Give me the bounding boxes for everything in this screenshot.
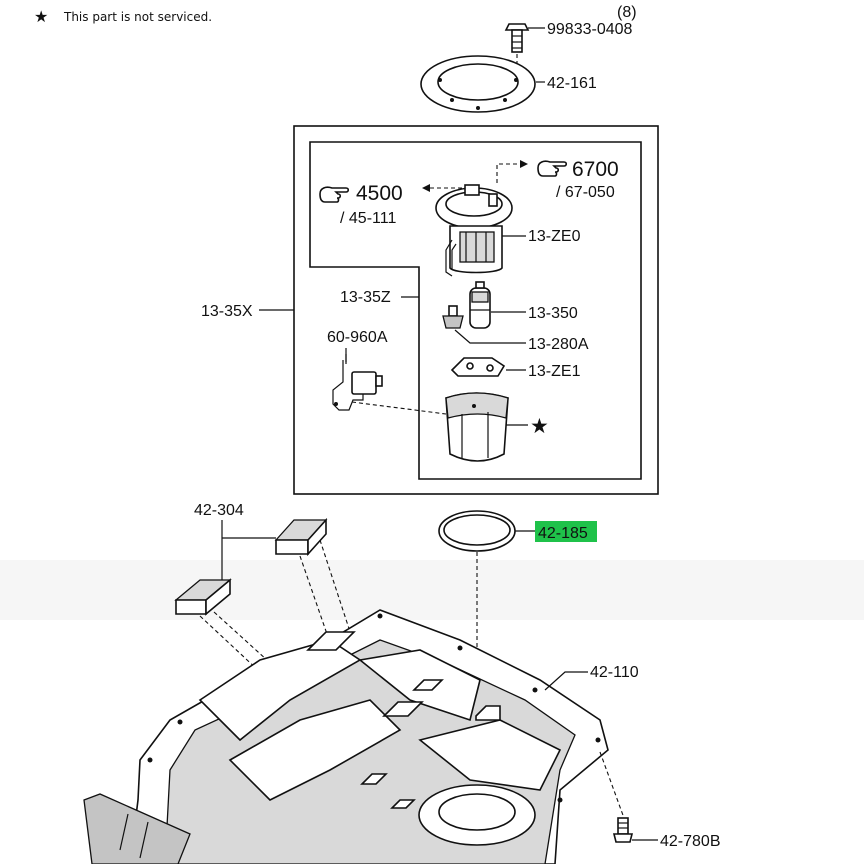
highlight-42-185 xyxy=(535,521,597,542)
label-99833-0408[interactable]: 99833-0408 xyxy=(547,21,633,38)
leader-13280A xyxy=(454,329,526,344)
label-13-ZE0[interactable]: 13-ZE0 xyxy=(528,228,581,245)
fuel-tank-42-110[interactable] xyxy=(129,609,609,864)
gasket-42-185[interactable] xyxy=(438,510,516,552)
legend-text: This part is not serviced. xyxy=(63,10,212,24)
label-67-050: / 67-050 xyxy=(556,184,615,201)
arrow-to-6700 xyxy=(496,163,520,183)
label-13-35X[interactable]: 13-35X xyxy=(201,303,253,320)
retainer-ring-42-161[interactable] xyxy=(420,55,536,113)
label-13-350[interactable]: 13-350 xyxy=(528,305,578,322)
label-60-960A[interactable]: 60-960A xyxy=(327,329,388,346)
not-serviced-star-icon: ★ xyxy=(530,415,549,438)
label-4500: 4500 xyxy=(356,182,403,205)
reservoir-cup[interactable] xyxy=(445,392,509,462)
assembly-box-13-35Z xyxy=(309,141,642,480)
legend-note: ★ This part is not serviced. xyxy=(34,9,212,26)
leader-42110 xyxy=(544,671,588,691)
bracket-13-ZE1[interactable] xyxy=(450,357,506,377)
leader-42304 xyxy=(221,520,276,580)
dash-pad-upper-2 xyxy=(319,539,357,651)
fuel-pump-module-13-ZE0[interactable] xyxy=(435,184,513,277)
label-13-280A[interactable]: 13-280A xyxy=(528,336,589,353)
pointing-hand-icon xyxy=(537,160,568,177)
filter-13-280A[interactable] xyxy=(442,305,464,329)
pump-13-350[interactable] xyxy=(469,281,491,329)
label-13-35Z[interactable]: 13-35Z xyxy=(340,289,391,306)
pad-42-304-upper[interactable] xyxy=(274,517,328,557)
reference-4500[interactable]: 4500 / 45-111 xyxy=(319,182,403,227)
pointing-hand-icon xyxy=(319,186,350,203)
heat-shield[interactable] xyxy=(83,793,191,864)
label-42-304[interactable]: 42-304 xyxy=(194,502,244,519)
label-6700: 6700 xyxy=(572,158,619,181)
sender-60-960A[interactable] xyxy=(332,354,383,411)
label-42-110[interactable]: 42-110 xyxy=(590,664,639,681)
label-45-111: / 45-111 xyxy=(340,210,396,227)
bolt-42-780B[interactable] xyxy=(612,817,634,843)
label-13-ZE1[interactable]: 13-ZE1 xyxy=(528,363,581,380)
label-42-780B[interactable]: 42-780B xyxy=(660,833,721,850)
dash-pad-lower-2 xyxy=(213,611,301,691)
dash-tank-bolt xyxy=(599,751,625,819)
bolt-99833-0408[interactable] xyxy=(504,23,530,53)
dash-sender-cup xyxy=(351,401,447,415)
label-42-161[interactable]: 42-161 xyxy=(547,75,597,92)
watermark-band xyxy=(0,560,864,620)
label-qty: (8) xyxy=(617,4,637,21)
legend-star-icon: ★ xyxy=(34,9,48,26)
pad-42-304-lower[interactable] xyxy=(174,578,232,616)
label-42-185[interactable]: 42-185 xyxy=(538,525,588,542)
reference-6700[interactable]: 6700 / 67-050 xyxy=(537,158,619,201)
